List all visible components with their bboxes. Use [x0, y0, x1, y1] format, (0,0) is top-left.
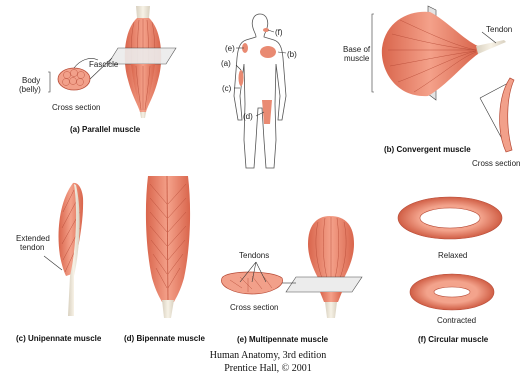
bipennate-tendon: [162, 300, 174, 318]
parallel-muscle-tendon-bottom: [140, 112, 146, 118]
convergent-cross-section: [500, 78, 514, 152]
body-label-line1: Body: [22, 76, 40, 85]
unipennate-caption: (c) Unipennate muscle: [16, 334, 102, 343]
circular-caption: (f) Circular muscle: [418, 335, 489, 344]
fascicle-label: Fascicle: [89, 60, 119, 69]
marker-pectoralis: [260, 46, 276, 58]
extended-tendon-label-line2: tendon: [20, 243, 44, 252]
marker-arm: [239, 70, 244, 86]
convergent-tendon-label: Tendon: [486, 25, 512, 34]
tendons-label: Tendons: [239, 251, 269, 260]
multipennate-tendon: [325, 302, 337, 318]
base-of-muscle-label-line1: Base of: [343, 45, 371, 54]
human-body-outline: [234, 14, 286, 168]
bipennate-muscle-panel: (d) Bipennate muscle: [124, 176, 205, 343]
key-label-c: (c): [222, 84, 232, 93]
multipennate-cross-section-label: Cross section: [230, 303, 278, 312]
convergent-muscle-body: [382, 12, 478, 96]
multipennate-cross-section: [221, 272, 282, 294]
convergent-muscle-panel: Tendon Base of muscle Cross section (b) …: [343, 6, 520, 168]
bipennate-caption: (d) Bipennate muscle: [124, 334, 205, 343]
circular-contracted-ring: [410, 274, 494, 310]
parallel-caption: (a) Parallel muscle: [70, 125, 141, 134]
multipennate-cutting-plane: [286, 277, 362, 292]
key-label-d: (d): [243, 112, 253, 121]
parallel-muscle-panel: Fascicle Body (belly) Cross section (a) …: [19, 6, 176, 134]
parallel-cross-section-label: Cross section: [52, 103, 100, 112]
convergent-caption: (b) Convergent muscle: [384, 145, 471, 154]
key-label-b: (b): [287, 50, 297, 59]
parallel-cross-section: [58, 68, 90, 90]
extended-tendon-label-line1: Extended: [16, 234, 50, 243]
key-label-a: (a): [221, 59, 231, 68]
convergent-tendon: [476, 40, 506, 54]
circular-muscle-panel: Relaxed Contracted (f) Circular muscle: [398, 197, 502, 344]
convergent-cross-section-label: Cross section: [472, 159, 520, 168]
unipennate-muscle-panel: Extended tendon (c) Unipennate muscle: [16, 183, 102, 343]
relaxed-label: Relaxed: [438, 251, 467, 260]
parallel-muscle-tendon-top: [136, 6, 150, 18]
circular-relaxed-ring: [398, 197, 502, 239]
body-label-line2: (belly): [19, 85, 41, 94]
multipennate-muscle-panel: Tendons Cross section (e) Multipennate m…: [221, 216, 362, 344]
credit-line-1: Human Anatomy, 3rd edition: [210, 350, 327, 361]
multipennate-caption: (e) Multipennate muscle: [237, 335, 329, 344]
credit-line-2: Prentice Hall, © 2001: [224, 363, 312, 374]
multipennate-muscle-lower: [320, 292, 342, 302]
base-of-muscle-label-line2: muscle: [344, 54, 370, 63]
key-label-f: (f): [275, 28, 283, 37]
key-label-e: (e): [225, 44, 235, 53]
body-figure-key: (e) (a) (c) (d) (b) (f): [221, 14, 297, 168]
contracted-label: Contracted: [437, 316, 476, 325]
